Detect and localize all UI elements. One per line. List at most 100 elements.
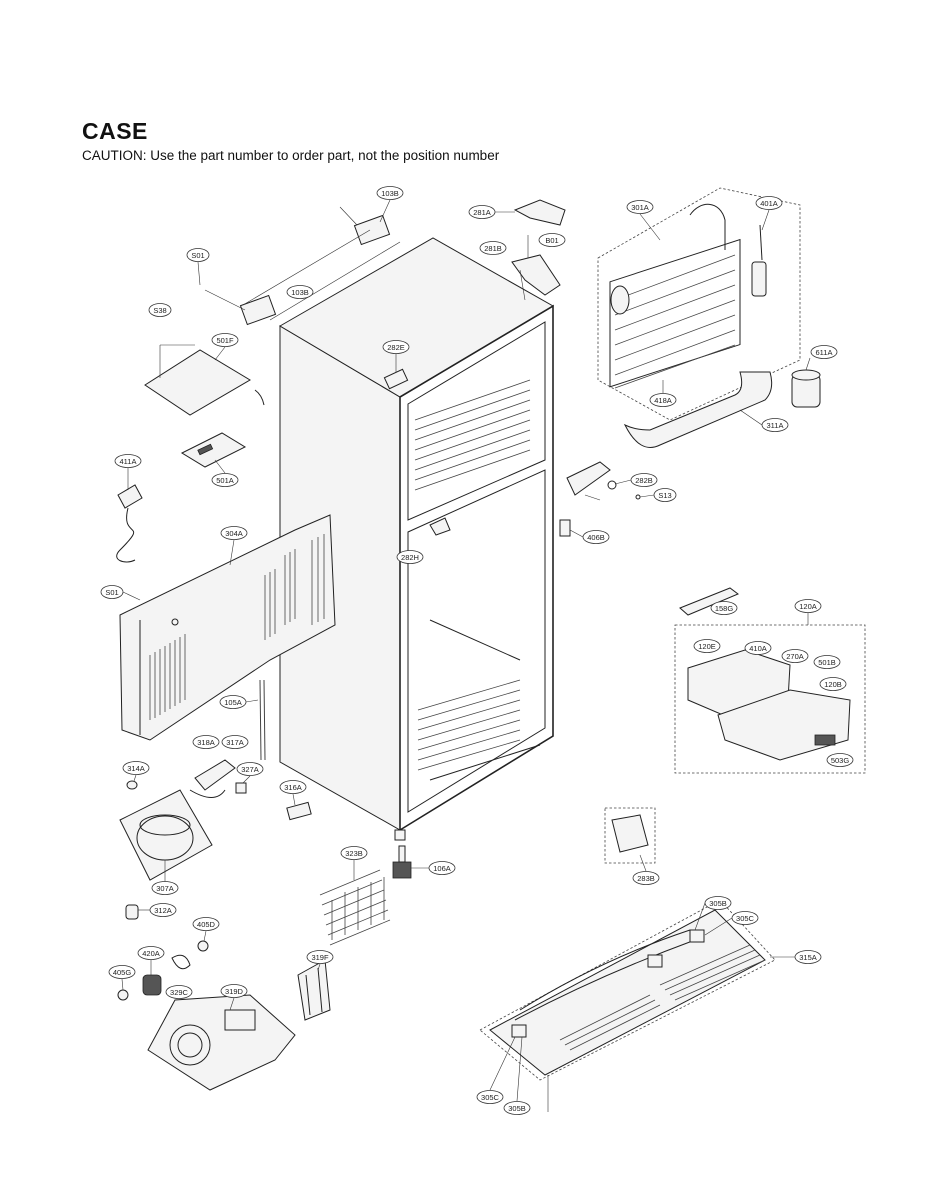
label-b01: B01 (538, 233, 566, 247)
svg-text:401A: 401A (760, 199, 778, 208)
svg-text:B01: B01 (545, 236, 558, 245)
svg-text:311A: 311A (767, 421, 784, 430)
label-281a: 281A (468, 205, 496, 219)
svg-text:S13: S13 (658, 491, 671, 500)
svg-text:307A: 307A (156, 884, 174, 893)
label-120a: 120A (794, 599, 822, 613)
label-bubbles: 103B 281A B01 281B 301A 401A S01 103B S3… (100, 186, 854, 1115)
svg-text:S01: S01 (191, 251, 204, 260)
pcb-501a (180, 432, 247, 468)
label-411a: 411A (114, 454, 142, 468)
svg-text:315A: 315A (799, 953, 817, 962)
svg-text:501F: 501F (216, 336, 234, 345)
label-282e: 282E (382, 340, 410, 354)
label-501a: 501A (211, 473, 239, 487)
svg-text:103B: 103B (291, 288, 309, 297)
label-158g: 158G (710, 601, 738, 615)
label-282h: 282H (396, 550, 424, 564)
svg-text:410A: 410A (749, 644, 767, 653)
fan-housing-319d (147, 994, 296, 1091)
label-120b: 120B (819, 677, 847, 691)
evaporator-assembly (597, 187, 801, 421)
label-503g: 503G (826, 753, 854, 767)
label-301a: 301A (626, 200, 654, 214)
label-405g: 405G (108, 965, 136, 979)
label-305c-bot: 305C (476, 1090, 504, 1104)
svg-text:281A: 281A (473, 208, 491, 217)
svg-text:120A: 120A (799, 602, 817, 611)
label-406b: 406B (582, 530, 610, 544)
svg-text:319D: 319D (225, 987, 244, 996)
label-106a: 106A (428, 861, 456, 875)
label-s38: S38 (148, 303, 172, 317)
svg-text:305C: 305C (481, 1093, 500, 1102)
part-282h (429, 517, 451, 536)
svg-text:503G: 503G (831, 756, 850, 765)
label-s01-top: S01 (186, 248, 210, 262)
caution-note: CAUTION: Use the part number to order pa… (82, 148, 500, 163)
svg-text:405G: 405G (113, 968, 132, 977)
fan-parts (117, 940, 209, 1001)
label-282b: 282B (630, 473, 658, 487)
label-501f: 501F (211, 333, 239, 347)
bracket-103b (204, 206, 401, 326)
svg-text:120E: 120E (698, 642, 716, 651)
part-283b (604, 807, 656, 864)
label-319f: 319F (306, 950, 334, 964)
svg-text:501A: 501A (216, 476, 234, 485)
svg-text:318A: 318A (197, 738, 215, 747)
label-420a: 420A (137, 946, 165, 960)
label-323b: 323B (340, 846, 368, 860)
label-315a: 315A (794, 950, 822, 964)
compressor-307a (119, 789, 213, 882)
part-282e (383, 368, 409, 390)
label-418a: 418A (649, 393, 677, 407)
svg-text:406B: 406B (587, 533, 605, 542)
svg-text:158G: 158G (715, 604, 734, 613)
label-319d: 319D (220, 984, 248, 998)
svg-text:305B: 305B (709, 899, 727, 908)
svg-text:270A: 270A (786, 652, 804, 661)
duct-319f (297, 959, 331, 1021)
label-410a: 410A (744, 641, 772, 655)
label-611a: 611A (810, 345, 838, 359)
top-hinge-parts (511, 199, 566, 301)
svg-text:405D: 405D (197, 920, 216, 929)
svg-text:S38: S38 (153, 306, 166, 315)
label-304a: 304A (220, 526, 248, 540)
svg-text:316A: 316A (284, 783, 302, 792)
back-panel-304a (119, 514, 336, 741)
label-103b-top: 103B (376, 186, 404, 200)
label-311a: 311A (761, 418, 789, 432)
label-103b-mid: 103B (286, 285, 314, 299)
label-401a: 401A (755, 196, 783, 210)
part-327a (235, 782, 247, 794)
label-281b: 281B (479, 241, 507, 255)
power-cord-411a (116, 484, 143, 563)
svg-text:301A: 301A (631, 203, 649, 212)
svg-text:305C: 305C (736, 914, 755, 923)
part-314a (126, 780, 138, 790)
label-329c: 329C (165, 985, 193, 999)
part-312a (125, 904, 139, 920)
svg-text:314A: 314A (127, 764, 145, 773)
label-405d: 405D (192, 917, 220, 931)
part-158g (679, 587, 739, 616)
svg-text:S01: S01 (105, 588, 118, 597)
label-105a: 105A (219, 695, 247, 709)
svg-text:611A: 611A (816, 348, 833, 357)
svg-text:420A: 420A (142, 949, 160, 958)
label-312a: 312A (149, 903, 177, 917)
svg-text:317A: 317A (226, 738, 244, 747)
svg-text:327A: 327A (241, 765, 259, 774)
page-title: CASE (82, 118, 148, 144)
svg-text:418A: 418A (654, 396, 672, 405)
mid-hinge-282b (566, 461, 641, 501)
part-406b (559, 519, 571, 537)
svg-text:103B: 103B (381, 189, 399, 198)
part-316a (286, 801, 312, 821)
svg-text:283B: 283B (637, 874, 655, 883)
svg-text:120B: 120B (824, 680, 842, 689)
label-305c-top: 305C (731, 911, 759, 925)
svg-text:282E: 282E (387, 343, 405, 352)
